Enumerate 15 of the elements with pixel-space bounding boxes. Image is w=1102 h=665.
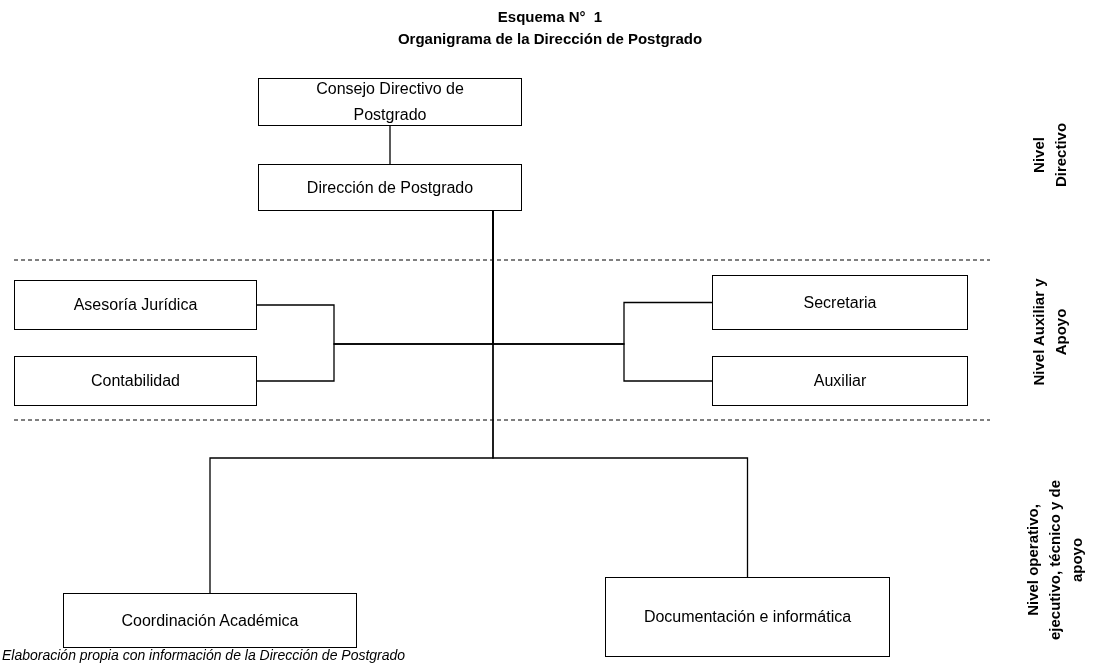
subtitle: Organigrama de la Dirección de Postgrado	[397, 29, 703, 49]
level-label: Nivel operativo, ejecutivo, técnico y de apoyo	[1023, 478, 1086, 643]
org-box: Auxiliar	[712, 356, 968, 406]
org-box: Dirección de Postgrado	[258, 164, 522, 211]
level-label: Nivel Auxiliar y Apoyo	[1029, 277, 1070, 388]
org-box: Coordinación Académica	[63, 593, 357, 648]
org-box: Documentación e informática	[605, 577, 890, 657]
org-box: Asesoría Jurídica	[14, 280, 257, 330]
org-box: Contabilidad	[14, 356, 257, 406]
connector-line	[389, 125, 391, 165]
org-box: Secretaria	[712, 275, 968, 330]
caption: Elaboración propia con información de la Dirección de Postgrado	[2, 647, 406, 664]
level-label: Nivel Directivo	[1029, 121, 1070, 190]
title: Esquema N° 1	[497, 7, 603, 27]
org-box: Consejo Directivo de Postgrado	[258, 78, 522, 126]
